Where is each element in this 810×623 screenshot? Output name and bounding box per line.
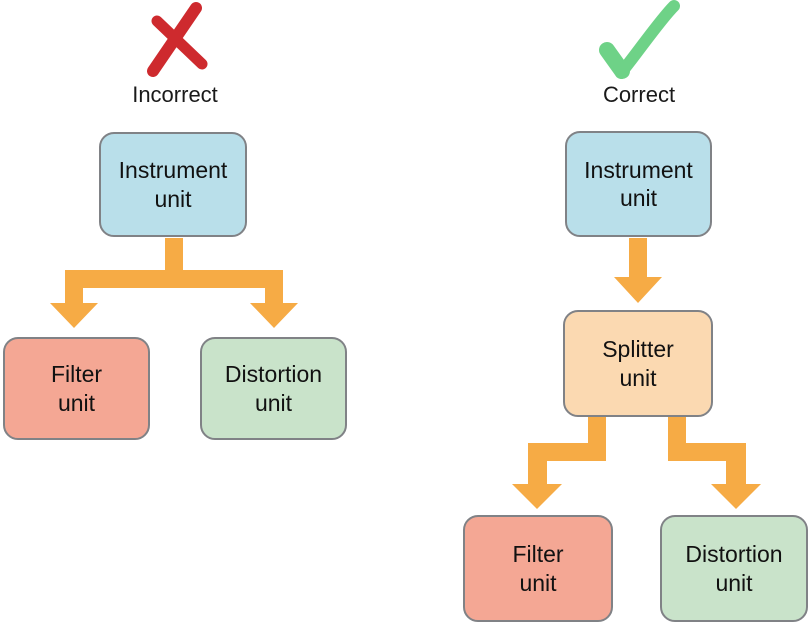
- node-label-line: unit: [154, 185, 192, 212]
- node-label-line: Filter: [50, 361, 103, 388]
- check-mark-stroke: [615, 0, 680, 79]
- node-label-line: Distortion: [224, 361, 323, 388]
- node-label-line: unit: [715, 569, 753, 596]
- elbow-arrow-right: [668, 417, 761, 509]
- node-filter-unit-incorrect: Filter unit: [3, 337, 150, 440]
- x-mark-icon: [147, 2, 208, 77]
- check-mark-icon: [599, 0, 680, 79]
- node-distortion-unit-incorrect: Distortion unit: [200, 337, 347, 440]
- straight-arrow: [614, 238, 662, 303]
- node-distortion-unit-correct: Distortion unit: [660, 515, 808, 622]
- correct-label: Correct: [602, 82, 676, 107]
- node-label-line: Splitter: [602, 336, 674, 363]
- node-splitter-unit-correct: Splitter unit: [563, 310, 713, 417]
- elbow-arrow-left: [512, 417, 606, 509]
- incorrect-label: Incorrect: [132, 82, 218, 107]
- node-label-line: unit: [254, 389, 293, 416]
- node-label-line: Instrument: [118, 157, 228, 184]
- node-label-line: Instrument: [584, 156, 693, 183]
- node-label-line: unit: [619, 185, 658, 211]
- node-label-line: Distortion: [685, 541, 783, 568]
- node-instrument-unit-incorrect: Instrument unit: [99, 132, 247, 237]
- x-mark-stroke: [151, 15, 208, 70]
- node-label-line: Filter: [512, 541, 564, 568]
- node-label-line: unit: [519, 569, 557, 596]
- node-label-line: unit: [619, 364, 657, 391]
- node-filter-unit-correct: Filter unit: [463, 515, 613, 622]
- fork-arrow: [50, 238, 298, 328]
- node-label-line: unit: [57, 389, 96, 416]
- node-instrument-unit-correct: Instrument unit: [565, 131, 712, 237]
